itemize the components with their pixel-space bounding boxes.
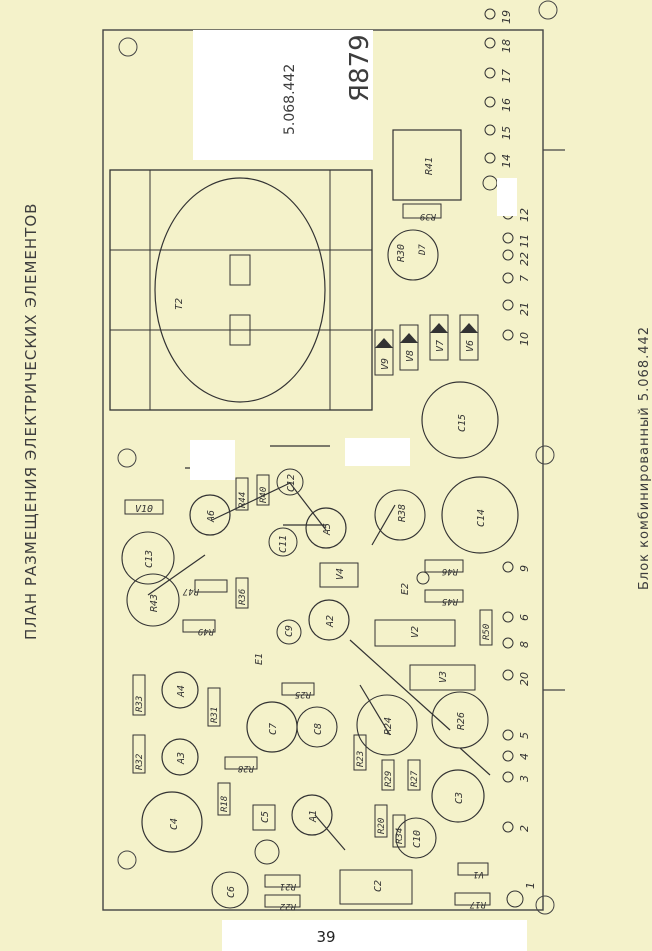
label-C12: C12: [286, 474, 297, 492]
label-R44: R44: [238, 492, 248, 508]
pin-17: 17: [500, 69, 513, 83]
label-R46: R46: [442, 566, 458, 576]
label-A2: A2: [325, 615, 336, 628]
label-R43: R43: [149, 594, 160, 612]
label-R50: R50: [482, 624, 492, 640]
label-V3: V3: [438, 671, 449, 683]
label-E2: E2: [400, 583, 411, 595]
label-R25: R25: [295, 689, 311, 699]
board-mark: Я879: [345, 34, 375, 102]
label-R28: R28: [238, 763, 254, 773]
label-R27: R27: [410, 770, 420, 787]
pin-5: 5: [518, 732, 531, 739]
label-C5: C5: [260, 811, 271, 823]
label-R32: R32: [135, 754, 145, 770]
label-A6: A6: [206, 510, 217, 523]
pin-22: 22: [518, 252, 531, 266]
pin-3: 3: [518, 775, 531, 782]
label-C6: C6: [226, 886, 237, 898]
pin-7: 7: [518, 275, 531, 282]
pin-15: 15: [500, 126, 513, 140]
page-number: 39: [316, 928, 336, 946]
label-C4: C4: [169, 818, 180, 830]
pin-2: 2: [518, 825, 531, 832]
label-A3: A3: [176, 752, 187, 765]
label-C11: C11: [278, 535, 289, 553]
label-R30: R30: [396, 244, 407, 262]
label-C14: C14: [476, 509, 487, 527]
bottom-patch: [222, 920, 527, 951]
label-C7: C7: [268, 723, 279, 735]
pin-11: 11: [518, 234, 531, 248]
label-R31: R31: [210, 707, 220, 723]
label-R45: R45: [442, 596, 458, 606]
label-C8: C8: [313, 723, 324, 735]
pin-18: 18: [500, 39, 513, 53]
label-V4: V4: [335, 568, 346, 580]
label-R21: R21: [280, 881, 296, 891]
label-R34: R34: [395, 828, 405, 844]
small-patch-2: [345, 438, 410, 466]
label-V2: V2: [410, 626, 421, 638]
label-R40: R40: [259, 487, 269, 503]
label-V7: V7: [435, 340, 446, 352]
pin-19: 19: [500, 10, 513, 24]
label-A5: A5: [322, 523, 333, 536]
label-V8: V8: [405, 350, 416, 362]
label-V10: V10: [135, 504, 153, 515]
label-R41: R41: [424, 157, 435, 175]
label-R29: R29: [384, 771, 394, 787]
label-V9: V9: [380, 358, 391, 370]
pin-10: 10: [518, 332, 531, 346]
label-patch: [193, 30, 373, 160]
page-title: ПЛАН РАЗМЕЩЕНИЯ ЭЛЕКТРИЧЕСКИХ ЭЛЕМЕНТОВ: [22, 202, 40, 640]
label-R49: R49: [198, 626, 214, 636]
label-C3: C3: [454, 792, 465, 804]
label-C13: C13: [144, 550, 155, 568]
pin-4: 4: [518, 753, 531, 760]
label-R18: R18: [220, 796, 230, 812]
label-C2: C2: [373, 880, 384, 892]
pin-9: 9: [518, 565, 531, 572]
label-R24: R24: [383, 717, 394, 735]
pin-8: 8: [518, 641, 531, 648]
label-R26: R26: [456, 712, 467, 730]
pin-21: 21: [518, 302, 531, 316]
pin-16: 16: [500, 98, 513, 112]
pin-12: 12: [518, 208, 531, 222]
figure-caption: Блок комбинированный 5.068.442: [637, 325, 652, 590]
label-C15: C15: [457, 414, 468, 432]
label-R38: R38: [397, 504, 408, 522]
label-R17: R17: [469, 899, 486, 909]
small-patch-3: [497, 178, 517, 216]
board-code: 5.068.442: [282, 63, 298, 135]
pin-20: 20: [518, 672, 531, 686]
label-R39: R39: [420, 211, 436, 221]
label-R22: R22: [280, 901, 296, 911]
label-V6: V6: [465, 340, 476, 352]
label-R47: R47: [182, 586, 199, 596]
label-D7: D7: [418, 244, 428, 256]
label-C10: C10: [412, 830, 423, 848]
label-A4: A4: [176, 685, 187, 698]
label-V1: V1: [473, 869, 484, 879]
pin-1: 1: [524, 882, 537, 889]
pin-14: 14: [500, 154, 513, 168]
label-E1: E1: [254, 653, 265, 665]
label-R33: R33: [135, 696, 145, 712]
label-T2: T2: [174, 298, 185, 310]
label-R23: R23: [356, 751, 366, 767]
label-C9: C9: [284, 625, 295, 637]
pin-6: 6: [518, 614, 531, 621]
label-A1: A1: [308, 810, 319, 823]
small-patch-1: [190, 440, 235, 480]
label-R36: R36: [238, 589, 248, 605]
label-R20: R20: [377, 818, 387, 834]
